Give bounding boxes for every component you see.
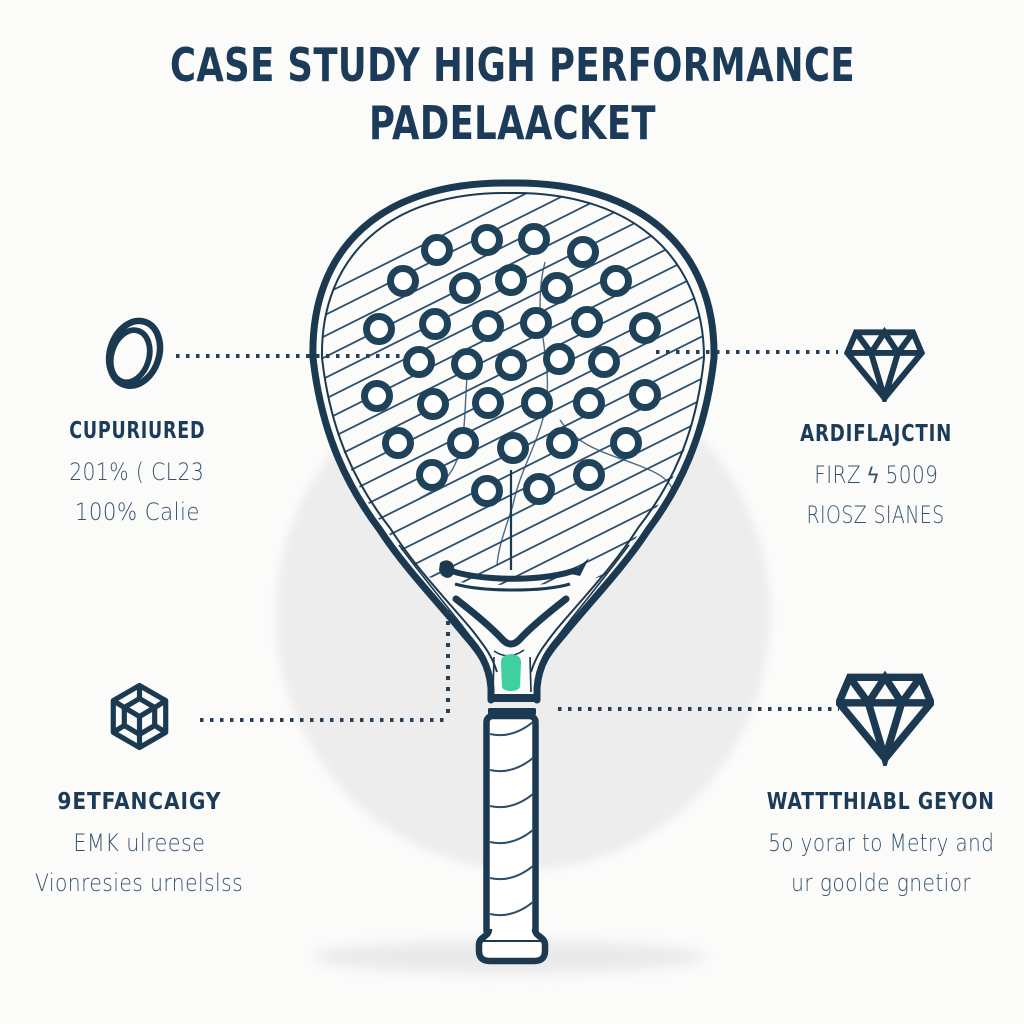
leader-line-bottom-left-horizontal xyxy=(200,718,447,722)
callout-heading-text: WATTTHIABL GEYON xyxy=(766,789,995,815)
callout-line: RIOSZ SIANES xyxy=(726,503,1024,527)
callout-heading-text: 9ETFANCAIGY xyxy=(56,789,221,815)
callout-top-left: CUPURIURED 201% ( CL23 100% Calie xyxy=(0,420,287,540)
gem-icon xyxy=(844,326,925,402)
teal-accent xyxy=(501,654,521,691)
neck-lines xyxy=(492,656,532,693)
title-line-2: PADELAACKET xyxy=(368,96,656,150)
callout-line: Vionresies urnelslss xyxy=(0,871,289,895)
callout-heading-text: ARDIFLAJCTIN xyxy=(799,421,952,447)
callout-line-text: 201% ( CL23 xyxy=(69,458,205,486)
callout-bottom-right: WATTTHIABL GEYON 5o yorar to Metry and u… xyxy=(731,791,1024,911)
callout-line: ur goolde gnetior xyxy=(731,871,1024,895)
callout-line: 100% Calie xyxy=(0,500,287,524)
leader-line-top-right xyxy=(656,350,838,354)
callout-heading: WATTTHIABL GEYON xyxy=(731,791,1024,814)
racket-holes xyxy=(361,223,661,507)
callout-bottom-left: 9ETFANCAIGY EMK ulreese Vionresies urnel… xyxy=(0,791,289,911)
collar-band xyxy=(488,694,536,702)
callout-line-text: Vionresies urnelslss xyxy=(34,869,243,897)
callout-heading: 9ETFANCAIGY xyxy=(0,791,289,814)
callout-line-text: FIRZ ϟ 5009 xyxy=(813,461,938,489)
callout-line: FIRZ ϟ 5009 xyxy=(726,463,1024,487)
throat-bridge xyxy=(439,558,589,592)
leader-line-bottom-left-vertical xyxy=(446,610,450,720)
title-line-1: CASE STUDY HIGH PERFORMANCE xyxy=(169,38,855,92)
head-inner-contour xyxy=(320,191,706,673)
callout-line: EMK ulreese xyxy=(0,831,289,855)
callout-line-text: 5o yorar to Metry and xyxy=(767,829,995,857)
ball-icon xyxy=(105,317,164,389)
callout-heading: CUPURIURED xyxy=(0,420,287,443)
callout-line-text: 100% Calie xyxy=(74,498,200,526)
butt-cap xyxy=(475,928,549,965)
callout-line: 5o yorar to Metry and xyxy=(731,831,1024,855)
leader-line-top-left xyxy=(176,354,412,358)
grip-wraps xyxy=(489,721,534,917)
page-title: CASE STUDY HIGH PERFORMANCE PADELAACKET xyxy=(0,36,1024,152)
callout-line: 201% ( CL23 xyxy=(0,460,287,484)
handle xyxy=(483,712,539,940)
callout-line-text: EMK ulreese xyxy=(72,829,205,857)
gem-icon xyxy=(836,670,934,766)
leader-line-bottom-right xyxy=(558,707,839,711)
callout-top-right: ARDIFLAJCTIN FIRZ ϟ 5009 RIOSZ SIANES xyxy=(726,423,1024,543)
callout-heading-text: CUPURIURED xyxy=(68,418,205,444)
throat-v xyxy=(452,595,570,648)
callout-line-text: ur goolde gnetior xyxy=(791,869,971,897)
racket-outer-frame xyxy=(309,179,718,704)
callout-line-text: RIOSZ SIANES xyxy=(807,501,945,529)
callout-heading: ARDIFLAJCTIN xyxy=(726,423,1024,446)
cube-icon xyxy=(110,682,169,751)
